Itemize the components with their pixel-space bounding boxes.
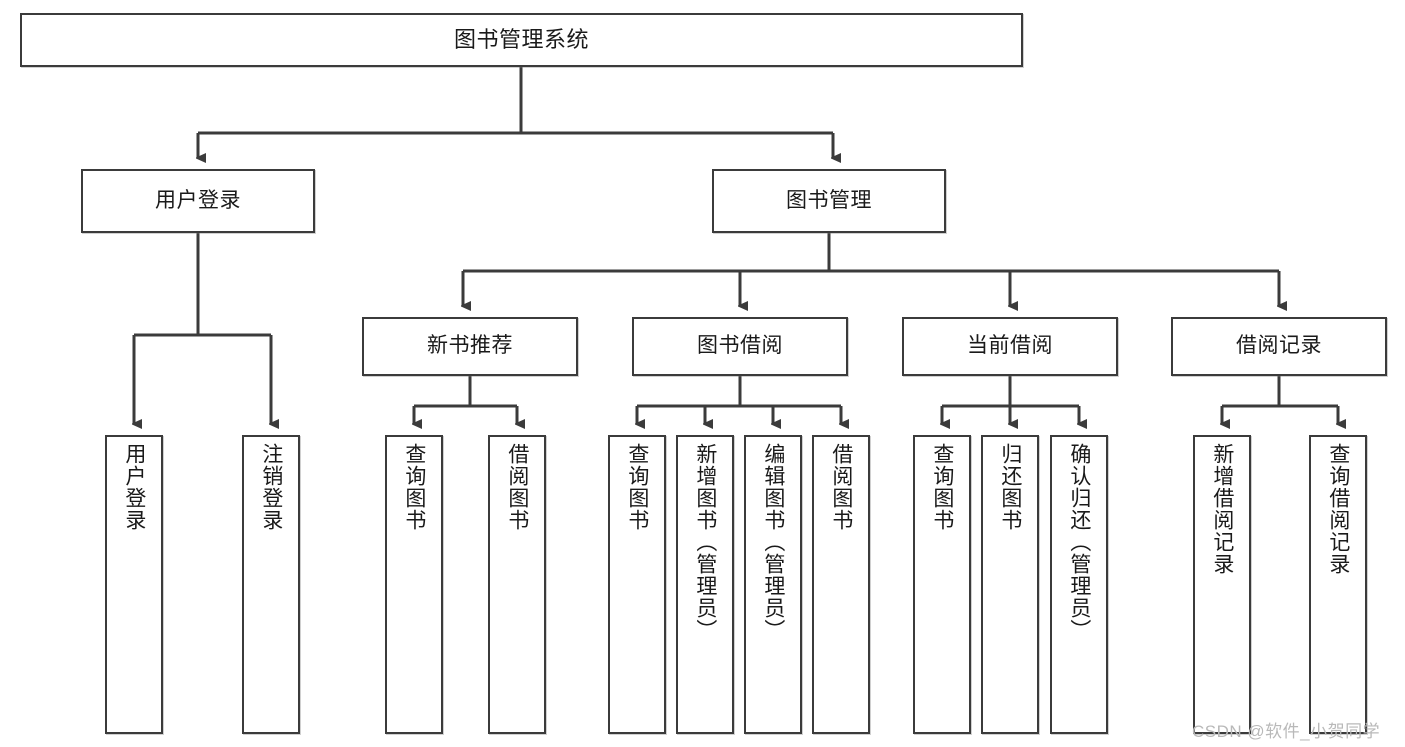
leaf-query-record-label: 查询借阅记录 (1326, 443, 1350, 575)
node-borrow-record[interactable]: 借阅记录 (1171, 317, 1387, 376)
leaf-confirm-return[interactable]: 确认归还（管理员） (1050, 435, 1108, 734)
leaf-user-login-label: 用户登录 (122, 443, 146, 531)
leaf-borrow-book-1[interactable]: 借阅图书 (488, 435, 546, 734)
node-book-management[interactable]: 图书管理 (712, 169, 946, 233)
node-root-system[interactable]: 图书管理系统 (20, 13, 1023, 67)
leaf-borrow-book-2[interactable]: 借阅图书 (812, 435, 870, 734)
leaf-logout-login-label: 注销登录 (259, 443, 283, 531)
node-new-book-recommend-label: 新书推荐 (427, 334, 513, 358)
leaf-edit-book-label: 编辑图书（管理员） (761, 443, 785, 641)
node-current-borrow[interactable]: 当前借阅 (902, 317, 1118, 376)
node-user-login-label: 用户登录 (155, 188, 241, 212)
node-new-book-recommend[interactable]: 新书推荐 (362, 317, 578, 376)
leaf-add-book-label: 新增图书（管理员） (693, 443, 717, 641)
leaf-query-record[interactable]: 查询借阅记录 (1309, 435, 1367, 734)
leaf-query-book-1[interactable]: 查询图书 (385, 435, 443, 734)
node-root-system-label: 图书管理系统 (453, 27, 589, 53)
leaf-borrow-book-2-label: 借阅图书 (829, 443, 853, 531)
leaf-add-record[interactable]: 新增借阅记录 (1193, 435, 1251, 734)
leaf-query-book-3-label: 查询图书 (930, 443, 954, 531)
leaf-edit-book[interactable]: 编辑图书（管理员） (744, 435, 802, 734)
node-book-borrow[interactable]: 图书借阅 (632, 317, 848, 376)
leaf-query-book-3[interactable]: 查询图书 (913, 435, 971, 734)
leaf-logout-login[interactable]: 注销登录 (242, 435, 300, 734)
leaf-user-login[interactable]: 用户登录 (105, 435, 163, 734)
node-book-management-label: 图书管理 (786, 188, 872, 212)
csdn-watermark: CSDN @软件_小贺同学 (1192, 722, 1381, 741)
node-current-borrow-label: 当前借阅 (967, 334, 1053, 358)
leaf-query-book-1-label: 查询图书 (402, 443, 426, 531)
leaf-add-record-label: 新增借阅记录 (1210, 443, 1234, 575)
node-borrow-record-label: 借阅记录 (1236, 334, 1322, 358)
leaf-return-book[interactable]: 归还图书 (981, 435, 1039, 734)
node-book-borrow-label: 图书借阅 (697, 334, 783, 358)
leaf-add-book[interactable]: 新增图书（管理员） (676, 435, 734, 734)
leaf-query-book-2-label: 查询图书 (625, 443, 649, 531)
leaf-query-book-2[interactable]: 查询图书 (608, 435, 666, 734)
node-user-login[interactable]: 用户登录 (81, 169, 315, 233)
leaf-borrow-book-1-label: 借阅图书 (505, 443, 529, 531)
leaf-return-book-label: 归还图书 (998, 443, 1022, 531)
leaf-confirm-return-label: 确认归还（管理员） (1067, 443, 1091, 641)
